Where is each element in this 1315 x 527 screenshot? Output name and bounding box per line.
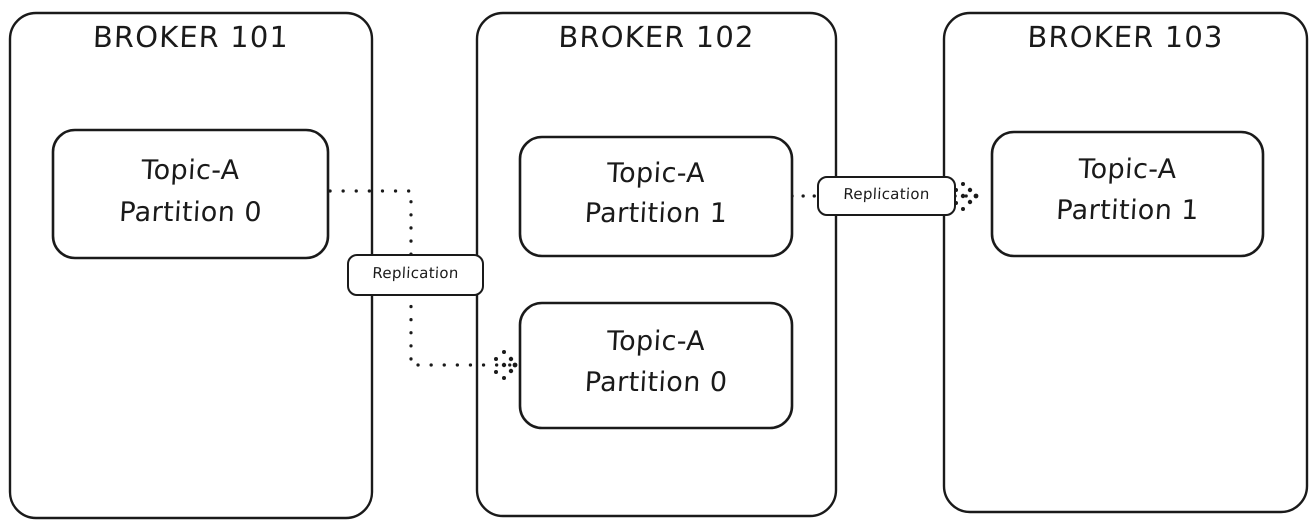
b101-topic-a-p0-box[interactable] [51, 128, 330, 260]
broker-103-container[interactable] [942, 11, 1309, 514]
replication-101-to-102-chip[interactable] [347, 254, 484, 296]
replication-102-to-103-chip[interactable] [817, 176, 956, 216]
b102-topic-a-p0-box[interactable] [518, 301, 794, 430]
broker-101-container[interactable] [8, 11, 374, 520]
b102-topic-a-p1-box[interactable] [518, 135, 794, 258]
broker-102-container[interactable] [475, 11, 838, 518]
replication-101-to-102-path [328, 189, 514, 367]
b103-topic-a-p1-box[interactable] [990, 130, 1265, 258]
replication-101-to-102-arrowhead [494, 350, 518, 380]
